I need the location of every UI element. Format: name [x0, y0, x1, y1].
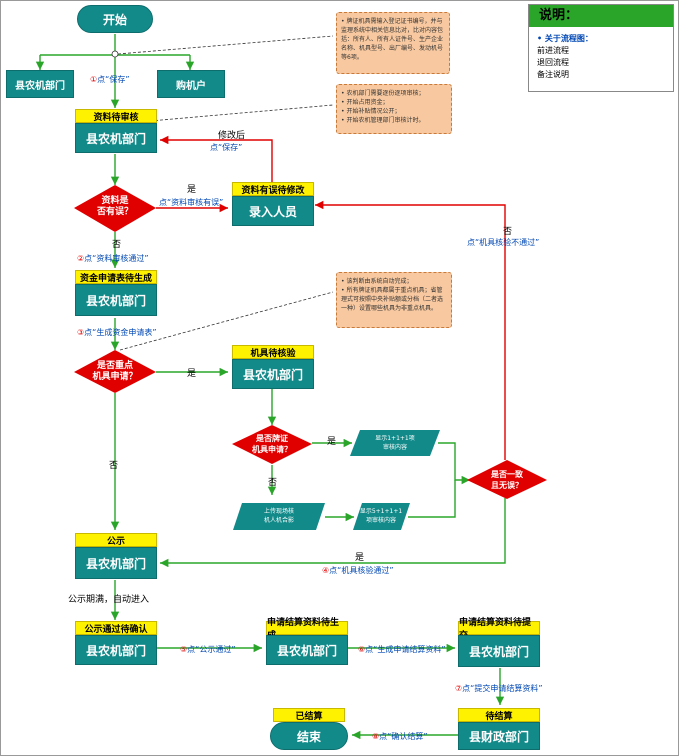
buyer-node: 购机户: [157, 70, 225, 98]
note-review-info: • 农机部门需要逐份逐项审核； • 开始占用资金； • 开始补贴情况公开； • …: [336, 84, 452, 134]
publicity-dept-node: 县农机部门: [75, 547, 157, 579]
fund-label: ③点“生成资金申请表”: [77, 328, 157, 337]
submit-label: ⑦点“提交申请结算资料”: [455, 684, 543, 693]
confirm-label: ⑧点“确认结算”: [372, 732, 428, 741]
yes-label: 是: [327, 437, 337, 447]
pending-status-header: 待结算: [458, 708, 540, 722]
settle-submit-status-header: 申请结算资料待提交: [458, 618, 540, 641]
review-dept-node: 县农机部门: [75, 123, 157, 153]
decision-diamond: [467, 460, 547, 499]
no-label: 否: [268, 478, 278, 488]
save2-label: 点“保存”: [210, 143, 243, 152]
entry-staff-node: 录入人员: [232, 196, 314, 226]
decision-diamond: [74, 350, 156, 393]
decision-diamond: [74, 185, 156, 232]
gen-label: ⑥点“生成申请结算资料”: [358, 645, 446, 654]
decision-match-text: 是否一致且无误？: [491, 470, 523, 490]
process-parallelogram: [353, 503, 410, 530]
county-dept-node: 县农机部门: [6, 70, 74, 98]
yes-label: 是: [187, 369, 197, 379]
review-error-label: 点“资料审核有误”: [159, 198, 224, 207]
no-label: 否: [109, 461, 119, 471]
no-label: 否: [112, 240, 122, 250]
process-parallelogram: [233, 503, 325, 530]
no-label: 否: [503, 227, 513, 237]
confirm-status-header: 公示通过待确认: [75, 621, 157, 635]
decision-key-text: 是否重点机具申请？: [92, 361, 138, 382]
review-status-header: 资料待审核: [75, 109, 157, 123]
settle-gen-dept-node: 县农机部门: [266, 635, 348, 665]
legend-note: 备注说明: [537, 70, 569, 79]
note-brand-info: • 牌证机具需输入登记证书编号，并与监理系统中相关信息比对，比对内容包括：所有人…: [336, 12, 450, 74]
done-status-header: 已结算: [273, 708, 345, 722]
settle-submit-dept-node: 县农机部门: [458, 635, 540, 667]
upload-text: 上传现场核机人机合影: [263, 508, 294, 524]
pass-label: ②点“资料审核通过”: [77, 254, 149, 263]
modified-label: 修改后: [218, 131, 246, 141]
reject-label: 点“机具核验不通过”: [467, 238, 540, 247]
verify-dept-node: 县农机部门: [232, 359, 314, 389]
settle-gen-status-header: 申请结算资料待生成: [266, 618, 348, 641]
auto-label: 公示期满，自动进入: [68, 595, 150, 605]
accept-label: ④点“机具核验通过”: [322, 566, 394, 575]
decision-diamond: [232, 425, 312, 464]
confirm-dept-node: 县农机部门: [75, 635, 157, 665]
verify-status-header: 机具待核验: [232, 345, 314, 359]
legend-section: • 关于流程图：: [537, 34, 593, 43]
legend-forward: 前进流程: [537, 46, 569, 55]
show-a-text: 显示1+1+1项审核内容: [375, 435, 415, 451]
finance-dept-node: 县财政部门: [458, 722, 540, 750]
pub-pass-label: ⑤点“公示通过”: [180, 645, 236, 654]
yes-label: 是: [355, 553, 365, 563]
save-label: ①点“保存”: [90, 75, 130, 84]
decision-brand-text: 是否牌证机具申请？: [252, 434, 292, 454]
fund-dept-node: 县农机部门: [75, 284, 157, 316]
yes-label: 是: [187, 185, 197, 195]
note-key-info: • 该判断由系统自动完成； • 所有牌证机具都属于重点机具；省管理式可按照中央补…: [336, 272, 452, 328]
decision-error-text: 资料是否有误？: [96, 196, 133, 217]
legend-panel: 说明： • 关于流程图： 前进流程 退回流程 备注说明: [528, 4, 674, 92]
error-status-header: 资料有误待修改: [232, 182, 314, 196]
fund-status-header: 资金申请表待生成: [75, 270, 157, 284]
end-node: 结束: [270, 722, 348, 750]
process-parallelogram: [350, 430, 440, 456]
start-node: 开始: [77, 5, 153, 33]
legend-back: 退回流程: [537, 58, 569, 67]
legend-title: 说明：: [529, 5, 673, 27]
publicity-status-header: 公示: [75, 533, 157, 547]
